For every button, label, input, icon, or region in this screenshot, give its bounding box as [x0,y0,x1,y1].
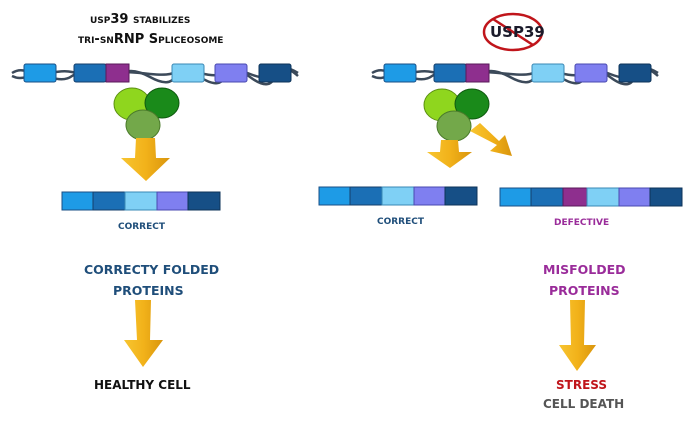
right-protein-line1: MISFOLDED [543,262,626,277]
left-splice-arrow [121,138,170,181]
left-title-line1: usp39 stabilizes [90,12,191,27]
left-snrnp-complex [113,87,180,141]
exon-lavender [214,63,248,83]
right-defective-mrna [499,187,683,207]
right-pre-mrna [371,63,659,86]
right-outcome-arrow [559,300,596,371]
left-protein-line2: PROTEINS [113,283,184,298]
left-title-line2: tri-snRNP Spliceosome [78,32,224,47]
left-correct-label: CORRECT [118,222,166,232]
exon-navy [258,63,292,83]
right-correct-label: CORRECT [377,217,425,227]
exon-sky [171,63,205,83]
right-snrnp-complex [423,88,490,142]
usp39-knockout-sign [482,12,544,52]
exon-mid-blue [73,63,107,83]
left-outcome-arrow [124,300,163,367]
left-pre-mrna [11,63,299,86]
right-outcome-stress: STRESS [556,378,608,392]
usp39-knockout-label: USP39 [490,23,545,41]
right-protein-line2: PROTEINS [549,283,620,298]
right-outcome-cell-death: CELL DEATH [543,397,625,411]
left-mature-mrna [61,191,221,211]
left-protein-line1: CORRECTY FOLDED [84,262,220,277]
right-correct-mrna [318,186,478,206]
right-defective-label: DEFECTIVE [554,218,610,228]
exon-purple [105,63,130,83]
right-correct-arrow [427,140,472,168]
right-defective-arrow [470,123,512,156]
snrnp-olive [125,109,161,141]
left-outcome-label: HEALTHY CELL [94,378,191,392]
snrnp-green [144,87,180,119]
exon-light-blue [23,63,57,83]
